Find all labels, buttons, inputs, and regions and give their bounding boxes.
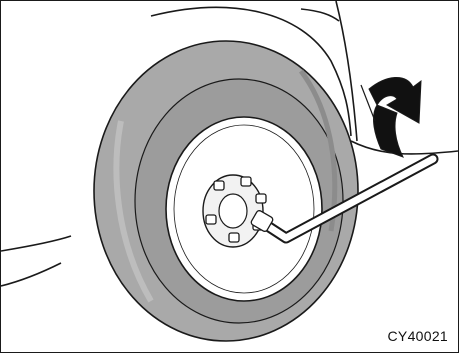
wheel-rim-icon — [166, 117, 322, 301]
rotation-arrow-icon — [361, 77, 421, 157]
figure-code-label: CY40021 — [388, 328, 448, 344]
